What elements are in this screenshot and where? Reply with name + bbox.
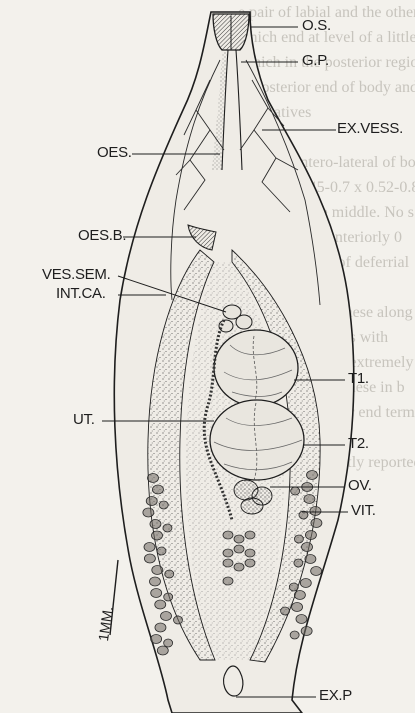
vitelline-follicle — [301, 627, 312, 636]
vitelline-follicle — [173, 616, 182, 624]
vitelline-follicle — [305, 531, 316, 540]
vitelline-follicle — [164, 593, 173, 601]
vitelline-follicle — [149, 577, 160, 586]
vitelline-follicle — [151, 531, 162, 540]
label-excretory-pore: EX.P — [319, 687, 352, 704]
vitelline-follicle — [296, 615, 307, 624]
label-oral-sucker: O.S. — [302, 17, 331, 34]
vitelline-follicle — [163, 524, 172, 532]
vitelline-follicle — [300, 579, 311, 588]
vitelline-follicle — [245, 531, 255, 539]
label-oesophagus: OES. — [97, 144, 132, 161]
vitelline-follicle — [223, 559, 233, 567]
vitelline-follicle — [294, 591, 305, 600]
vitelline-follicle — [290, 631, 299, 639]
vitelline-follicle — [165, 570, 174, 578]
vitelline-follicle — [151, 635, 162, 644]
label-excretory-vessels: EX.VESS. — [337, 120, 403, 137]
vitelline-follicle — [159, 501, 168, 509]
label-vitellaria: VIT. — [351, 502, 376, 519]
vitelline-follicle — [302, 543, 313, 552]
vitelline-follicle — [157, 646, 168, 655]
label-oesophageal-bulb: OES.B. — [78, 227, 126, 244]
vitelline-follicle — [310, 507, 321, 516]
vitelline-follicle — [234, 545, 244, 553]
vitelline-follicle — [223, 531, 233, 539]
label-testis-1: T1. — [348, 370, 369, 387]
label-seminal-vesicle: VES.SEM. — [42, 266, 110, 283]
vitelline-follicle — [281, 607, 290, 615]
testis-anterior — [214, 330, 298, 406]
vitelline-follicle — [311, 519, 322, 528]
label-intestinal-caeca: INT.CA. — [56, 285, 106, 302]
vitelline-follicle — [152, 485, 163, 494]
vitelline-follicle — [291, 487, 300, 495]
vitelline-follicle — [164, 639, 173, 647]
vitelline-follicle — [146, 497, 157, 506]
vitelline-follicle — [289, 583, 298, 591]
vitelline-follicle — [223, 549, 233, 557]
vitelline-follicle — [144, 543, 155, 552]
vitelline-follicle — [144, 554, 155, 563]
vitelline-follicle — [148, 474, 159, 483]
vitelline-follicle — [245, 549, 255, 557]
vitelline-follicle — [155, 623, 166, 632]
vitelline-follicle — [307, 471, 318, 480]
vitelline-follicle — [152, 566, 163, 575]
vitelline-follicle — [245, 559, 255, 567]
vitelline-follicle — [160, 612, 171, 621]
testis-posterior — [210, 400, 304, 480]
vitelline-follicle — [294, 535, 303, 543]
vitelline-follicle — [143, 508, 154, 517]
vitelline-follicle — [223, 577, 233, 585]
vitelline-follicle — [151, 589, 162, 598]
label-ovary: OV. — [348, 477, 372, 494]
vitelline-follicle — [304, 495, 315, 504]
vitelline-follicle — [155, 600, 166, 609]
vitelline-follicle — [311, 567, 322, 576]
vitelline-follicle — [234, 563, 244, 571]
vitelline-follicle — [157, 547, 166, 555]
label-uterus: UT. — [73, 411, 95, 428]
vitelline-follicle — [150, 520, 161, 529]
vitelline-follicle — [292, 603, 303, 612]
vitelline-follicle — [305, 555, 316, 564]
vitelline-follicle — [234, 535, 244, 543]
label-genital-pore: G.P. — [302, 52, 329, 69]
vitelline-follicle — [294, 559, 303, 567]
label-testis-2: T2. — [348, 435, 369, 452]
